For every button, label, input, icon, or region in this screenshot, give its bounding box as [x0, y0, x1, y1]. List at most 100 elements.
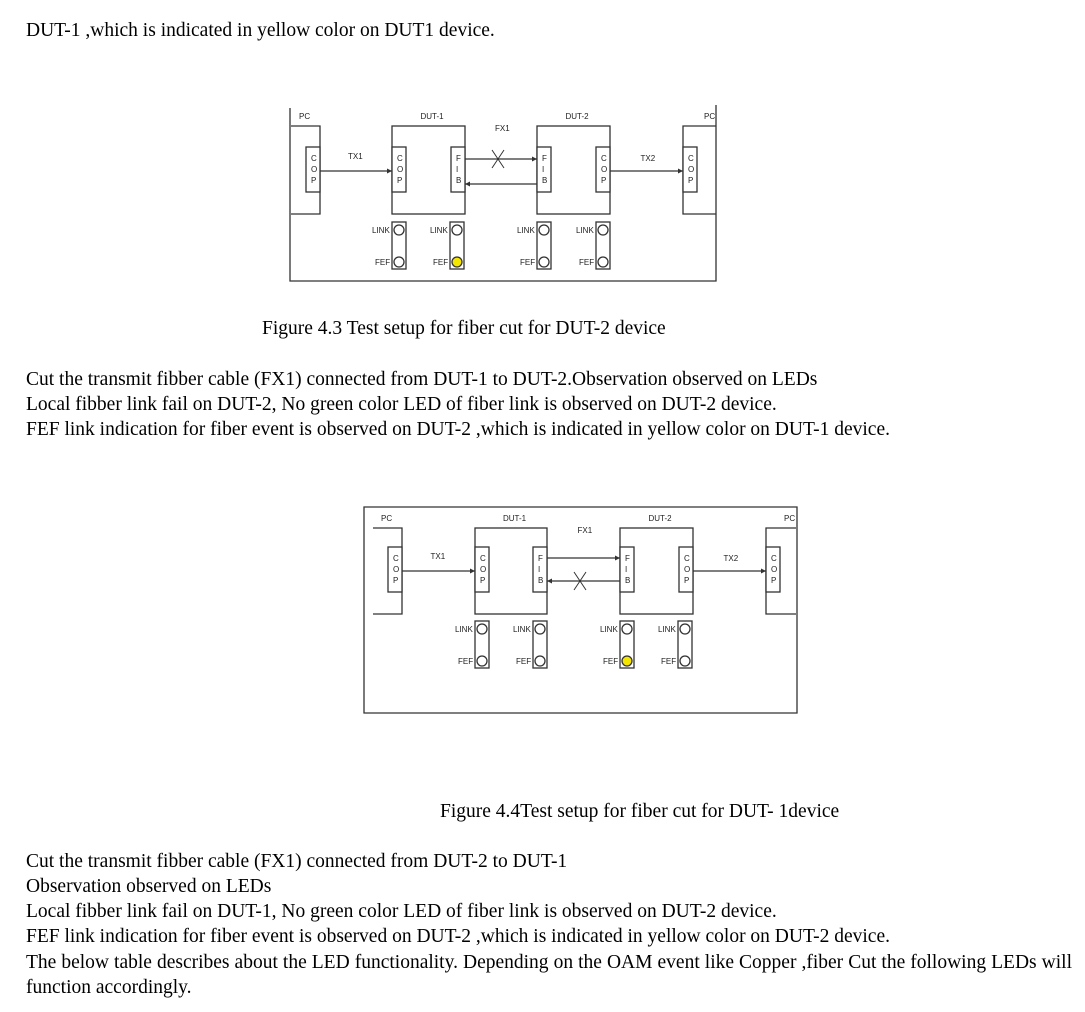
tx2-label: TX2	[641, 154, 656, 163]
link-led-label: LINK	[600, 625, 618, 634]
pc-left-cop-port	[305, 146, 321, 193]
led-panel	[677, 620, 693, 669]
pc-left-cop-port-letter: C	[311, 154, 317, 163]
link-led-label: LINK	[455, 625, 473, 634]
tx2-arrow-head	[761, 568, 766, 574]
dut1-label: DUT-1	[503, 514, 527, 523]
paragraph2-line4: FEF link indication for fiber event is o…	[26, 926, 890, 947]
dut2-fib-port-letter: B	[625, 576, 630, 585]
fef-led-label: FEF	[579, 258, 594, 267]
pc-left-label: PC	[381, 514, 392, 523]
link-led-label: LINK	[430, 226, 448, 235]
fef-led-lit	[451, 256, 463, 268]
link-led-label: LINK	[372, 226, 390, 235]
dut2-fib-port-letter: I	[625, 565, 627, 574]
dut1-cop-port	[474, 546, 490, 593]
fx1-return-arrow-head	[465, 181, 470, 187]
dut1-fib-port	[450, 146, 466, 193]
link-led	[476, 623, 488, 635]
tx1-label: TX1	[431, 552, 446, 561]
pc-right-cop-port-letter: C	[688, 154, 694, 163]
dut1-fib-port-letter: I	[456, 165, 458, 174]
dut1-cop-port	[391, 146, 407, 193]
dut2-fib-port	[536, 146, 552, 193]
dut2-cop-port-letter: C	[684, 554, 690, 563]
led-panel	[449, 221, 465, 270]
fef-led	[538, 256, 550, 268]
paragraph1-line2: Local fibber link fail on DUT-2, No gree…	[26, 394, 777, 415]
dut2-fib-port-letter: I	[542, 165, 544, 174]
fx1-return-arrow-head	[547, 578, 552, 584]
pc-left-cop-port-letter: O	[311, 165, 317, 174]
figure-4-4-caption: Figure 4.4Test setup for fiber cut for D…	[440, 801, 840, 822]
link-led-label: LINK	[576, 226, 594, 235]
link-led-label: LINK	[513, 625, 531, 634]
pc-left-cop-port-letter: C	[393, 554, 399, 563]
link-led	[393, 224, 405, 236]
led-panel	[474, 620, 490, 669]
pc-right-cop-port-letter: P	[688, 176, 693, 185]
dut1-fib-port-letter: B	[538, 576, 543, 585]
led-panel	[391, 221, 407, 270]
dut2-cop-port-letter: P	[601, 176, 606, 185]
fef-led-label: FEF	[661, 657, 676, 666]
pc-right-cop-port-letter: O	[688, 165, 694, 174]
fiber-cut-x-icon	[491, 149, 505, 169]
diagram-frame	[363, 506, 798, 714]
pc-right-cop-port	[682, 146, 698, 193]
pc-left-cop-port-letter: O	[393, 565, 399, 574]
link-led	[597, 224, 609, 236]
dut2-cop-port	[595, 146, 611, 193]
tx1-arrow-head	[387, 168, 392, 174]
dut2-cop-port-letter: O	[601, 165, 607, 174]
fef-led-lit	[621, 655, 633, 667]
link-led-label: LINK	[517, 226, 535, 235]
dut1-fib-port	[532, 546, 548, 593]
fef-led-label: FEF	[458, 657, 473, 666]
figure-4-3-caption: Figure 4.3 Test setup for fiber cut for …	[262, 318, 666, 339]
pc-left-cop-port-letter: P	[311, 176, 316, 185]
dut2-fib-port-letter: F	[542, 154, 547, 163]
dut1-fib-port-letter: F	[456, 154, 461, 163]
pc-right-cop-port-letter: O	[771, 565, 777, 574]
link-led	[451, 224, 463, 236]
fx1-forward-arrow-head	[532, 156, 537, 162]
dut2-cop-port-letter: P	[684, 576, 689, 585]
pc-left-cop-port-letter: P	[393, 576, 398, 585]
tx2-arrow-head	[678, 168, 683, 174]
paragraph1-line3: FEF link indication for fiber event is o…	[26, 419, 890, 440]
fef-led	[393, 256, 405, 268]
led-panel	[536, 221, 552, 270]
led-panel	[532, 620, 548, 669]
fef-led	[534, 655, 546, 667]
paragraph1-line1: Cut the transmit fibber cable (FX1) conn…	[26, 369, 818, 390]
dut1-cop-port-letter: P	[480, 576, 485, 585]
dut1-fib-port-letter: I	[538, 565, 540, 574]
paragraph2-line1: Cut the transmit fibber cable (FX1) conn…	[26, 851, 568, 872]
tx1-label: TX1	[348, 152, 363, 161]
link-led	[534, 623, 546, 635]
dut2-cop-port-letter: C	[601, 154, 607, 163]
led-panel	[595, 221, 611, 270]
fx1-label: FX1	[495, 124, 510, 133]
fx1-label: FX1	[578, 526, 593, 535]
pc-left-cop-port	[387, 546, 403, 593]
fef-led-label: FEF	[375, 258, 390, 267]
fef-led	[679, 655, 691, 667]
pc-right-label: PC	[704, 112, 715, 121]
link-led	[679, 623, 691, 635]
dut2-fib-port-letter: F	[625, 554, 630, 563]
paragraph2-line2: Observation observed on LEDs	[26, 876, 272, 897]
link-led-label: LINK	[658, 625, 676, 634]
dut2-fib-port-letter: B	[542, 176, 547, 185]
closing-paragraph: The below table describes about the LED …	[26, 952, 1072, 998]
dut1-label: DUT-1	[421, 112, 445, 121]
pc-right-cop-port	[765, 546, 781, 593]
dut1-cop-port-letter: O	[397, 165, 403, 174]
fef-led	[597, 256, 609, 268]
fef-led-label: FEF	[433, 258, 448, 267]
tx1-arrow-head	[470, 568, 475, 574]
dut1-fib-port-letter: F	[538, 554, 543, 563]
